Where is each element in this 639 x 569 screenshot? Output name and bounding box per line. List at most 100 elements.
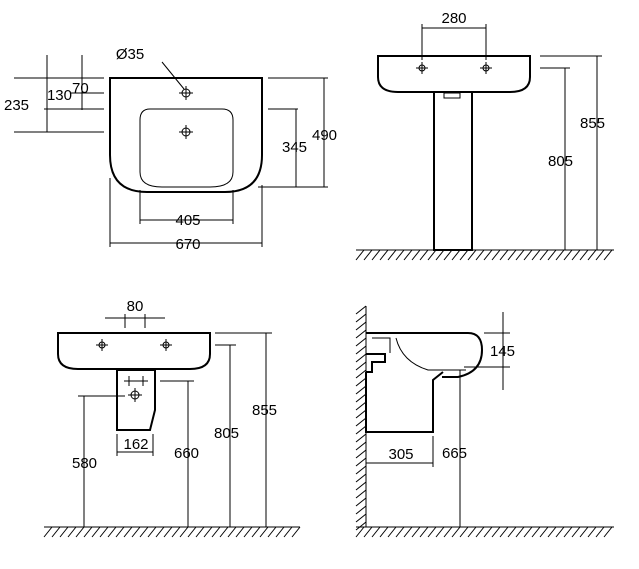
bowl-outline-top xyxy=(139,108,234,188)
hatch-line xyxy=(291,526,301,538)
hatch-line xyxy=(475,249,485,261)
dim-855-pedestal: 855 xyxy=(580,115,605,132)
hatch-line xyxy=(355,457,367,467)
pedestal-notch xyxy=(443,92,461,99)
hatch-line xyxy=(355,409,367,419)
hatch-line xyxy=(435,249,445,261)
hatch-line xyxy=(467,526,477,538)
hatch-line xyxy=(387,526,397,538)
hatch-line xyxy=(355,489,367,499)
dim-130: 130 xyxy=(47,87,72,104)
hatch-line xyxy=(283,526,293,538)
hatch-line xyxy=(411,526,421,538)
hatch-line xyxy=(555,526,565,538)
front-view-semi-pedestal: 80 162 580 660 805 855 xyxy=(43,298,301,538)
hatch-line xyxy=(531,526,541,538)
hatch-line xyxy=(59,526,69,538)
hatch-line xyxy=(187,526,197,538)
hatch-line xyxy=(363,249,373,261)
basin-outline-front-2 xyxy=(57,332,211,370)
hatch-line xyxy=(355,526,365,538)
hatch-line xyxy=(171,526,181,538)
dim-490: 490 xyxy=(312,127,337,144)
dim-580: 580 xyxy=(72,455,97,472)
hatch-line xyxy=(355,497,367,507)
hatch-line xyxy=(211,526,221,538)
hatch-line xyxy=(587,526,597,538)
hatch-line xyxy=(355,449,367,459)
hatch-line xyxy=(355,393,367,403)
dim-80: 80 xyxy=(127,298,144,315)
hatch-line xyxy=(451,526,461,538)
hatch-line xyxy=(195,526,205,538)
hatch-line xyxy=(355,425,367,435)
hatch-line xyxy=(131,526,141,538)
overflow-channel xyxy=(372,337,391,353)
hatch-line xyxy=(267,526,277,538)
hatch-line xyxy=(403,249,413,261)
hatch-line xyxy=(363,526,373,538)
hatch-line xyxy=(139,526,149,538)
hatch-line xyxy=(99,526,109,538)
hatch-line xyxy=(515,249,525,261)
hatch-line xyxy=(603,526,613,538)
side-view: 145 305 665 xyxy=(355,305,614,538)
hatch-line xyxy=(355,337,367,347)
dim-305: 305 xyxy=(388,446,413,463)
hatch-line xyxy=(355,313,367,323)
hatch-line xyxy=(107,526,117,538)
hatch-line xyxy=(435,526,445,538)
wall-fixing-holes-icon xyxy=(124,376,148,402)
hatch-line xyxy=(491,249,501,261)
hatch-line xyxy=(571,526,581,538)
hatch-line xyxy=(235,526,245,538)
hatch-line xyxy=(147,526,157,538)
floor-hatch-semi xyxy=(43,526,301,538)
floor-hatch-pedestal xyxy=(355,249,613,261)
dim-145: 145 xyxy=(490,343,515,360)
hatch-line xyxy=(355,473,367,483)
hatch-line xyxy=(395,249,405,261)
dim-665: 665 xyxy=(442,445,467,462)
hatch-line xyxy=(355,329,367,339)
hatch-line xyxy=(475,526,485,538)
hatch-line xyxy=(75,526,85,538)
dim-855-semi: 855 xyxy=(252,402,277,419)
hatch-line xyxy=(115,526,125,538)
wall-hatch xyxy=(355,305,367,531)
hatch-line xyxy=(395,526,405,538)
tap-hole-left-icon xyxy=(416,62,428,74)
hatch-line xyxy=(547,249,557,261)
hatch-line xyxy=(355,401,367,411)
hatch-line xyxy=(523,526,533,538)
hatch-line xyxy=(355,433,367,443)
hatch-line xyxy=(243,526,253,538)
hatch-line xyxy=(427,249,437,261)
hatch-line xyxy=(491,526,501,538)
dim-162: 162 xyxy=(123,436,148,453)
hatch-line xyxy=(355,369,367,379)
hatch-line xyxy=(371,526,381,538)
hatch-line xyxy=(123,526,133,538)
hatch-line xyxy=(587,249,597,261)
front-view-pedestal: 280 805 855 xyxy=(355,10,614,261)
hatch-line xyxy=(355,521,367,531)
hatch-line xyxy=(83,526,93,538)
floor-hatch-side xyxy=(355,526,613,538)
hatch-line xyxy=(539,526,549,538)
dim-345: 345 xyxy=(282,139,307,156)
hatch-line xyxy=(507,526,517,538)
hatch-line xyxy=(483,249,493,261)
hatch-line xyxy=(467,249,477,261)
hatch-line xyxy=(179,526,189,538)
hatch-line xyxy=(203,526,213,538)
hatch-line xyxy=(539,249,549,261)
hatch-line xyxy=(355,385,367,395)
hatch-line xyxy=(355,321,367,331)
hatch-line xyxy=(443,249,453,261)
hatch-line xyxy=(379,249,389,261)
hatch-line xyxy=(531,249,541,261)
hatch-line xyxy=(355,249,365,261)
hatch-line xyxy=(499,526,509,538)
